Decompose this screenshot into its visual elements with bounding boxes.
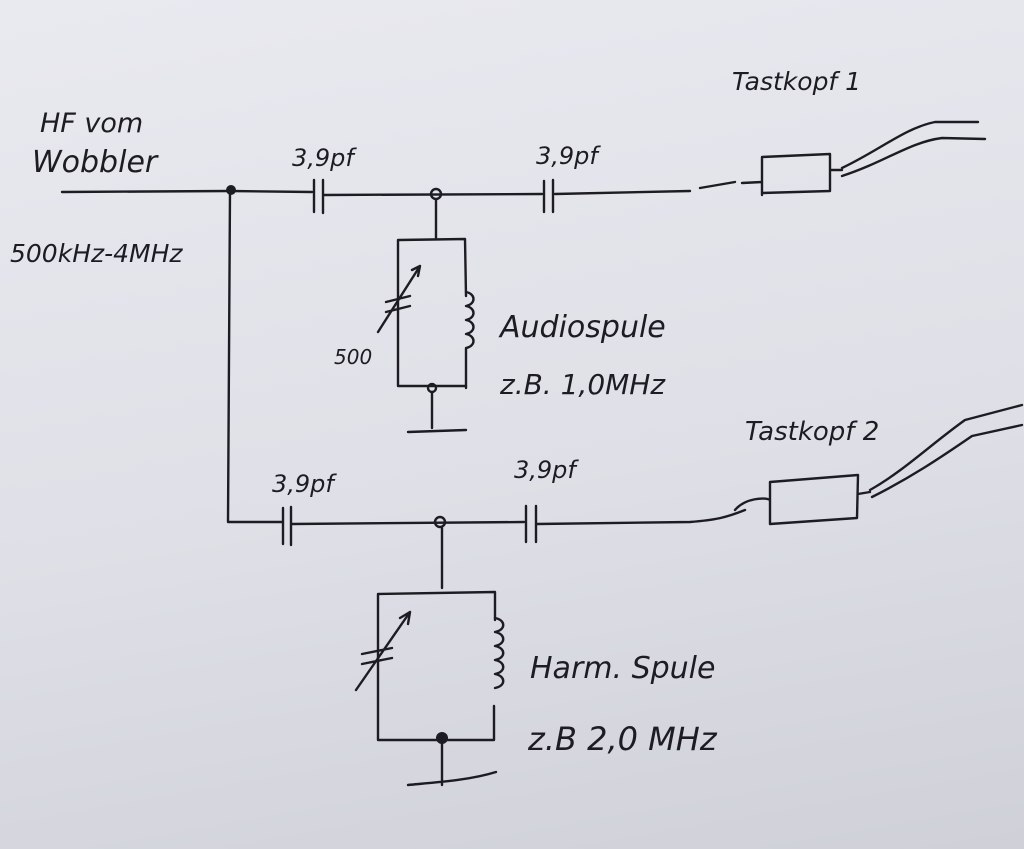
freq-range-label: 500kHz-4MHz — [10, 239, 183, 268]
coil-harm-freq-label: z.B 2,0 MHz — [527, 720, 718, 758]
probe2-label: Tastkopf 2 — [745, 417, 879, 447]
cap-top-left-label: 3,9pf — [292, 144, 357, 172]
trimmer-value-label: 500 — [334, 345, 372, 369]
bottom-node — [433, 515, 447, 529]
top-wire-b — [322, 192, 544, 197]
probe1-label: Tastkopf 1 — [732, 67, 861, 96]
top-cap-left — [312, 178, 325, 215]
top-wire-a — [228, 189, 314, 194]
probe2-cable — [868, 403, 1024, 499]
coil-audio-label: Audiospule — [498, 310, 666, 345]
input-wire — [60, 189, 232, 194]
bottom-wire-to-probe — [535, 508, 747, 526]
probe2-body — [733, 473, 872, 526]
bottom-cap-right — [524, 504, 538, 544]
bottom-trimmer — [354, 610, 412, 692]
bottom-cap-left — [281, 505, 293, 547]
cap-top-right-label: 3,9pf — [536, 142, 601, 170]
coil-harm-label: Harm. Spule — [530, 651, 715, 686]
bottom-tank-node — [436, 732, 448, 744]
source-label-line2: Wobbler — [32, 145, 159, 180]
top-tank-frame — [396, 237, 468, 388]
bottom-coil — [493, 616, 505, 690]
bottom-wire-a — [290, 520, 526, 526]
top-wire-to-probe — [698, 180, 737, 190]
bottom-tank-frame — [376, 590, 497, 742]
cap-bottom-left-label: 3,9pf — [272, 470, 337, 498]
coil-audio-freq-label: z.B. 1,0MHz — [499, 368, 666, 401]
top-cap-right — [542, 178, 555, 214]
vertical-bus-wire — [226, 189, 284, 524]
probe1-cable — [840, 120, 987, 178]
source-label-line1: HF vom — [40, 108, 143, 139]
top-trimmer — [376, 264, 422, 334]
top-wire-c — [553, 189, 692, 196]
bottom-ground — [406, 740, 498, 787]
top-ground — [406, 390, 468, 434]
probe1-body — [740, 152, 844, 197]
top-coil — [464, 290, 475, 390]
cap-bottom-right-label: 3,9pf — [514, 456, 579, 484]
